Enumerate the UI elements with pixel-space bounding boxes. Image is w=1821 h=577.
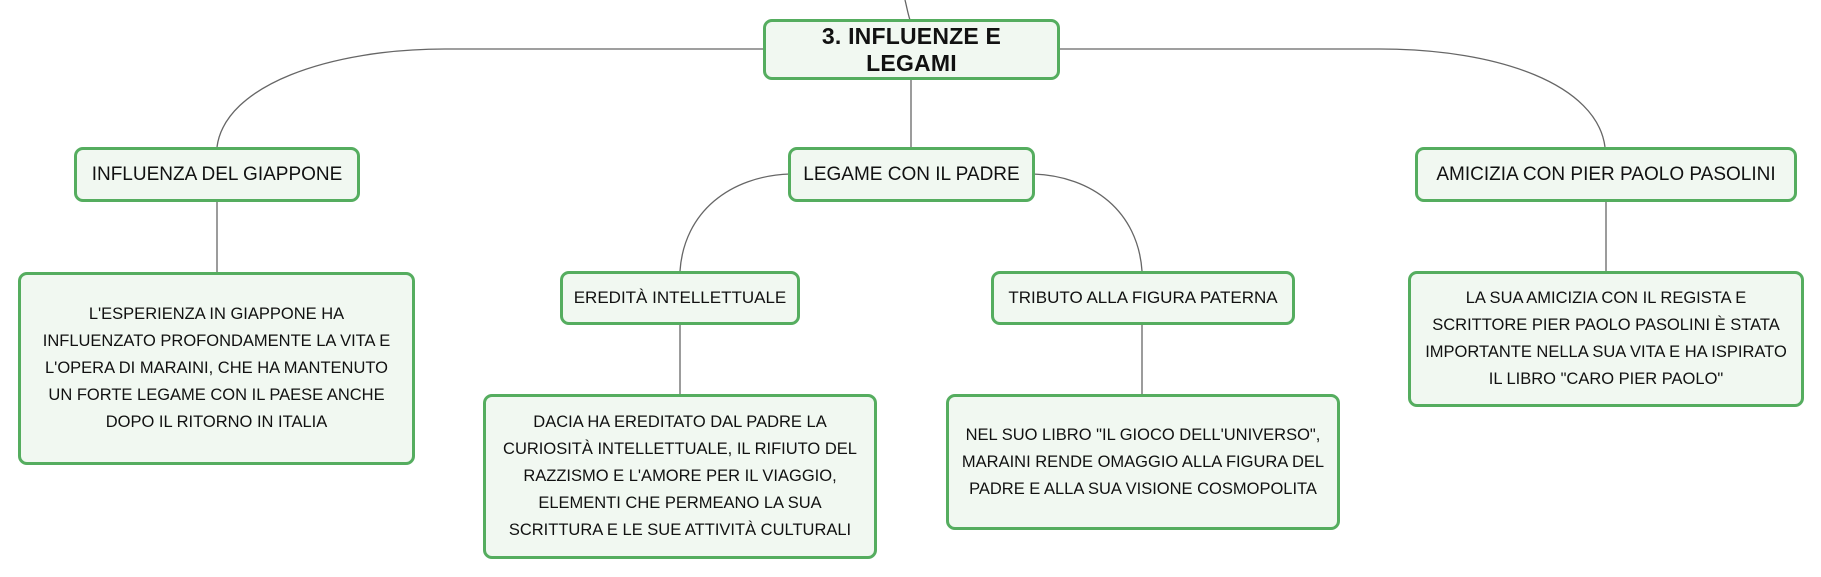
connector-root-to-pasolini xyxy=(1059,48,1606,148)
subtopic-label: EREDITÀ INTELLETTUALE xyxy=(573,288,787,307)
root-node[interactable]: 3. INFLUENZE E LEGAMI xyxy=(763,19,1060,80)
topic-label: LEGAME CON IL PADRE xyxy=(803,163,1020,185)
connector-parent-to-root xyxy=(904,0,911,21)
topic-label: INFLUENZA DEL GIAPPONE xyxy=(91,163,343,185)
detail-text: LA SUA AMICIZIA CON IL REGISTA E SCRITTO… xyxy=(1425,289,1787,388)
topic-node-padre[interactable]: LEGAME CON IL PADRE xyxy=(788,147,1035,202)
connector-padre-to-tributo xyxy=(1032,173,1143,272)
detail-text: L'ESPERIENZA IN GIAPPONE HA INFLUENZATO … xyxy=(42,305,391,431)
topic-label: AMICIZIA CON PIER PAOLO PASOLINI xyxy=(1436,163,1776,185)
connector-padre-to-eredita xyxy=(679,173,791,272)
root-label: 3. INFLUENZE E LEGAMI xyxy=(821,22,1002,76)
detail-node-tributo[interactable]: NEL SUO LIBRO "IL GIOCO DELL'UNIVERSO", … xyxy=(946,394,1340,530)
subtopic-label: TRIBUTO ALLA FIGURA PATERNA xyxy=(1008,288,1278,307)
detail-node-eredita[interactable]: DACIA HA EREDITATO DAL PADRE LA CURIOSIT… xyxy=(483,394,877,559)
detail-node-giappone[interactable]: L'ESPERIENZA IN GIAPPONE HA INFLUENZATO … xyxy=(18,272,415,465)
topic-node-giappone[interactable]: INFLUENZA DEL GIAPPONE xyxy=(74,147,360,202)
detail-text: DACIA HA EREDITATO DAL PADRE LA CURIOSIT… xyxy=(503,413,857,539)
connector-root-to-giappone xyxy=(216,48,763,148)
detail-node-pasolini[interactable]: LA SUA AMICIZIA CON IL REGISTA E SCRITTO… xyxy=(1408,271,1804,407)
subtopic-node-tributo[interactable]: TRIBUTO ALLA FIGURA PATERNA xyxy=(991,271,1295,325)
topic-node-pasolini[interactable]: AMICIZIA CON PIER PAOLO PASOLINI xyxy=(1415,147,1797,202)
detail-text: NEL SUO LIBRO "IL GIOCO DELL'UNIVERSO", … xyxy=(961,425,1325,498)
subtopic-node-eredita[interactable]: EREDITÀ INTELLETTUALE xyxy=(560,271,800,325)
